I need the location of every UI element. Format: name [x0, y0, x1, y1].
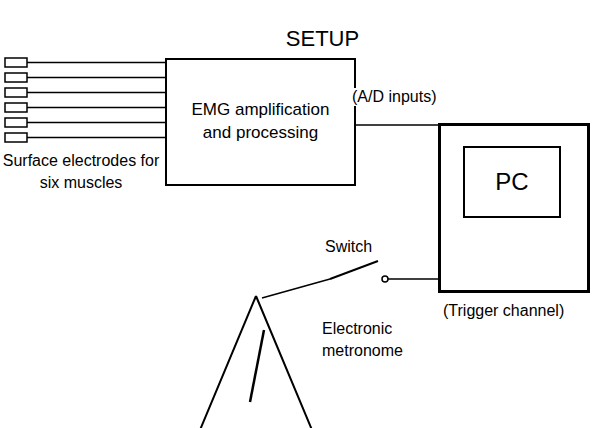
annotation-label: Surface electrodes for six muscles: [2, 150, 160, 193]
annotation-label: Electronic metronome: [322, 318, 422, 361]
node-label: PC: [487, 166, 536, 198]
node-label: EMG amplification and processing: [167, 99, 354, 145]
signal-line: [356, 124, 438, 126]
switch-contact: [382, 276, 388, 282]
annotation-label: (Trigger channel): [443, 300, 564, 322]
electrode: [5, 58, 27, 67]
switch-blade: [330, 261, 378, 279]
electrode-wire: [27, 63, 166, 138]
computer-box: PC: [438, 123, 590, 293]
screen-box: PC: [463, 146, 561, 218]
metronome-pendulum: [250, 330, 264, 402]
annotation-label: Switch: [325, 236, 372, 258]
electrode: [5, 133, 27, 142]
edge-label: (A/D inputs): [352, 88, 436, 106]
electrode: [5, 103, 27, 112]
process-box: EMG amplification and processing: [165, 58, 356, 186]
electrode: [5, 118, 27, 127]
electrode: [5, 88, 27, 97]
title: SETUP: [0, 26, 611, 52]
switch-wire: [262, 279, 330, 298]
electrode: [5, 73, 27, 82]
metronome-body: [200, 296, 312, 428]
trigger-wire: [388, 278, 439, 280]
